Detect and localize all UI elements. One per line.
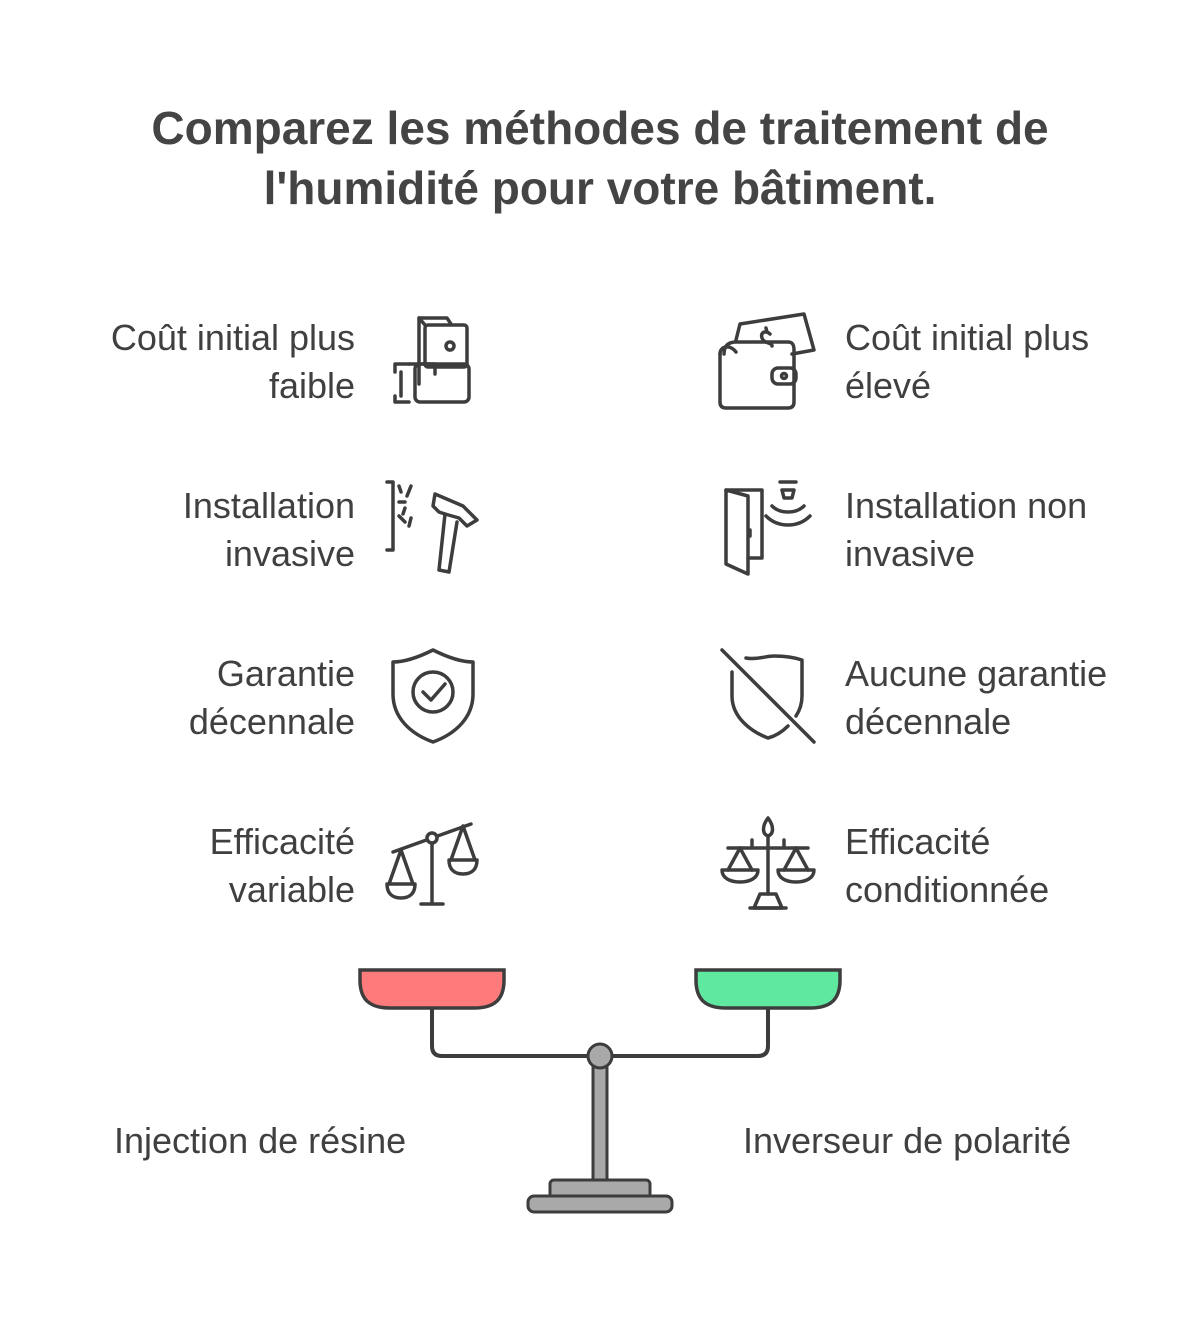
left-label-installation: Installation invasive	[182, 485, 355, 574]
left-method-label: Injection de résine	[114, 1120, 407, 1161]
scale-pivot	[586, 1042, 614, 1070]
right-pan	[694, 968, 842, 1010]
right-method-label: Inverseur de polarité	[743, 1120, 1072, 1161]
unbalanced-scale-icon	[385, 822, 479, 906]
left-label-cost: Coût initial plus faible	[110, 317, 355, 406]
scale-base-bottom	[526, 1194, 674, 1214]
left-label-guarantee: Garantie décennale	[188, 653, 355, 742]
hammer-wall-icon	[385, 480, 479, 574]
hand-money-icon	[393, 316, 471, 404]
shield-check-icon	[391, 648, 475, 744]
right-label-installation: Installation non invasive	[845, 485, 1088, 574]
title-line-2: l'humidité pour votre bâtiment.	[263, 162, 937, 214]
left-label-efficacy: Efficacité variable	[209, 821, 355, 910]
page-title: Comparez les méthodes de traitement de l…	[0, 98, 1200, 218]
right-label-cost: Coût initial plus élevé	[845, 317, 1090, 406]
title-line-1: Comparez les méthodes de traitement de	[151, 102, 1049, 154]
scale-pole	[591, 1056, 609, 1186]
right-label-efficacy: Efficacité conditionnée	[845, 821, 1050, 910]
wallet-money-icon	[718, 312, 816, 410]
balanced-scale-icon	[720, 816, 816, 910]
left-pan	[358, 968, 506, 1010]
right-label-guarantee: Aucune garantie décennale	[845, 653, 1108, 742]
door-sensor-icon	[724, 480, 812, 576]
shield-off-icon	[720, 648, 816, 744]
